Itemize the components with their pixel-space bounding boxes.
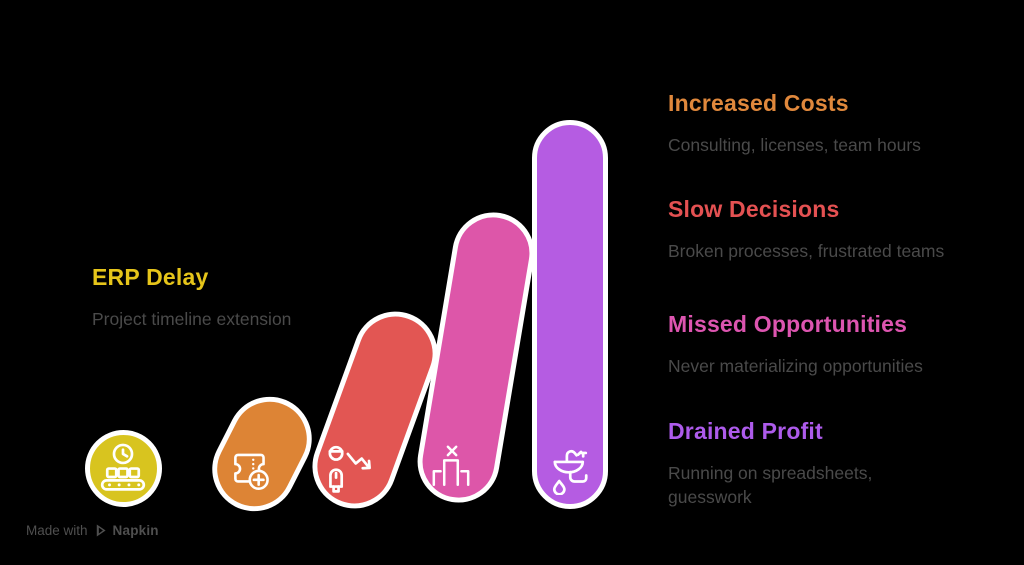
ticket-plus-icon bbox=[224, 443, 276, 495]
podium-x-icon bbox=[426, 439, 476, 491]
step-title: Drained Profit bbox=[668, 418, 823, 444]
step-label-erp-delay: ERP Delay Project timeline extension bbox=[92, 264, 392, 331]
clock-conveyor-icon bbox=[96, 441, 150, 495]
step-subtitle: Never materializing opportunities bbox=[668, 356, 923, 376]
step-label-increased-costs: Increased Costs Consulting, licenses, te… bbox=[668, 90, 968, 157]
step-subtitle: Running on spreadsheets, guesswork bbox=[668, 463, 873, 508]
step-title: Increased Costs bbox=[668, 90, 849, 116]
step-title: Missed Opportunities bbox=[668, 311, 908, 337]
made-with-napkin-watermark: Made with Napkin bbox=[26, 523, 159, 538]
watermark-brand: Napkin bbox=[112, 523, 159, 538]
sink-drain-icon bbox=[541, 439, 595, 495]
bar-erp-delay bbox=[85, 430, 162, 507]
step-title: ERP Delay bbox=[92, 264, 209, 290]
person-decline-icon bbox=[322, 440, 376, 496]
step-label-slow-decisions: Slow Decisions Broken processes, frustra… bbox=[668, 196, 968, 263]
step-label-missed-opportunities: Missed Opportunities Never materializing… bbox=[668, 311, 968, 378]
step-subtitle: Consulting, licenses, team hours bbox=[668, 135, 921, 155]
step-subtitle: Broken processes, frustrated teams bbox=[668, 241, 945, 261]
step-label-drained-profit: Drained Profit Running on spreadsheets, … bbox=[668, 418, 968, 509]
step-subtitle: Project timeline extension bbox=[92, 309, 292, 329]
watermark-text: Made with bbox=[26, 523, 88, 538]
bar-drained-profit bbox=[532, 120, 608, 509]
step-title: Slow Decisions bbox=[668, 196, 840, 222]
napkin-logo-icon bbox=[96, 524, 106, 537]
